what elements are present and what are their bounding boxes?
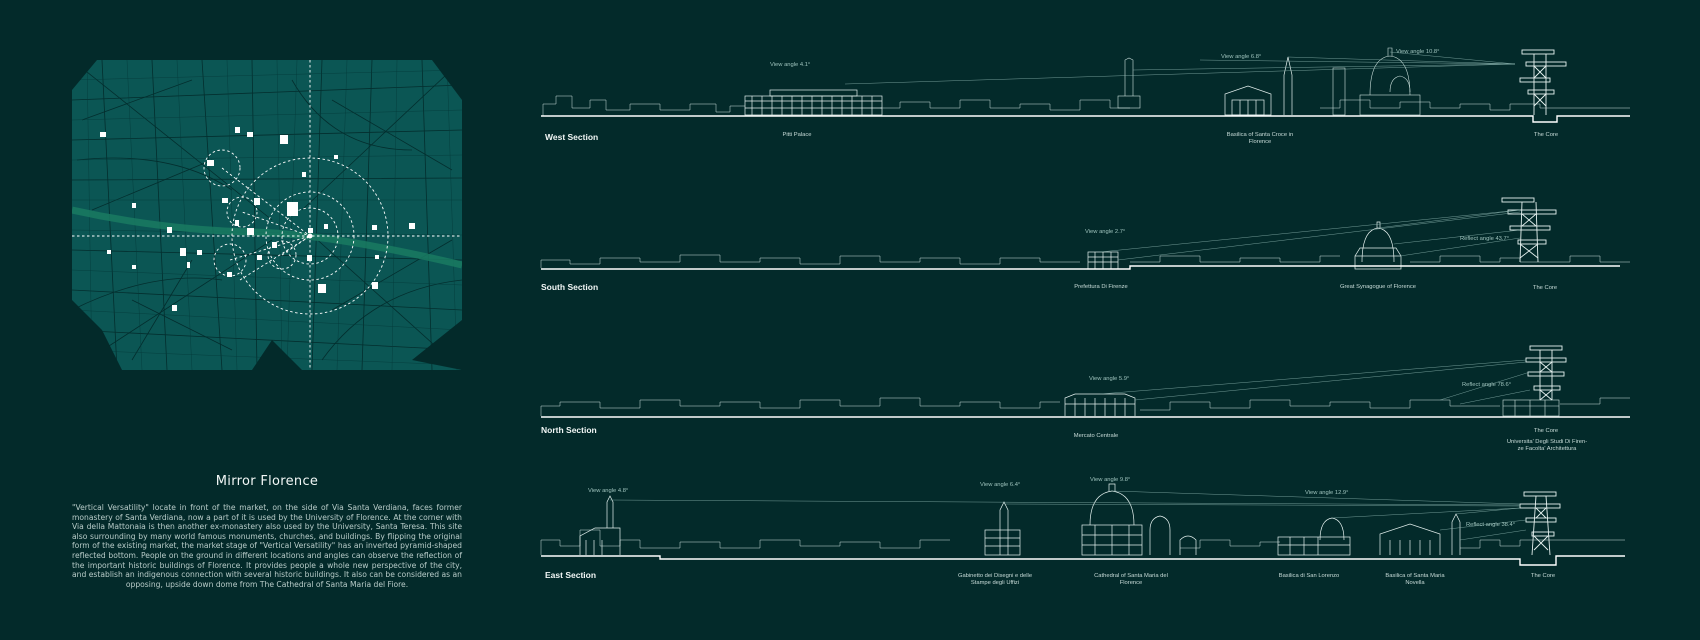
north-reflect-angle: Reflect angle 78.6° <box>1462 382 1511 388</box>
west-view-angle-3: View angle 10.8° <box>1396 49 1439 55</box>
label-cathedral-line1: Cathedral of Santa Maria del <box>1094 573 1168 579</box>
east-sightlines <box>609 490 1527 541</box>
east-view-angle-2: View angle 6.4° <box>980 482 1020 488</box>
project-description-block: Mirror Florence "Vertical Versatility" l… <box>72 474 462 589</box>
west-skyline <box>542 95 1630 116</box>
west-section-title: West Section <box>545 132 598 142</box>
south-section-title: South Section <box>541 282 598 292</box>
east-skyline <box>540 529 1625 555</box>
label-pitti-palace: Pitti Palace <box>783 132 812 138</box>
west-sightlines <box>844 51 1516 85</box>
core-tower-south <box>1501 197 1557 263</box>
label-university-line1: Universita' Degli Studi Di Firen- <box>1507 439 1587 445</box>
label-san-lorenzo: Basilica di San Lorenzo <box>1279 573 1340 579</box>
label-mercato-centrale: Mercato Centrale <box>1074 433 1118 439</box>
label-cathedral-line2: Florence <box>1120 580 1143 586</box>
pitti-palace-elevation <box>744 89 883 116</box>
east-view-angle-3: View angle 9.8° <box>1090 477 1130 483</box>
east-section-title: East Section <box>545 570 596 580</box>
north-section <box>540 345 1630 418</box>
label-synagogue: Great Synagogue of Florence <box>1340 284 1416 290</box>
prefettura-elevation <box>1087 251 1119 270</box>
west-view-angle-2: View angle 6.8° <box>1221 54 1261 60</box>
east-view-angle-1: View angle 4.8° <box>588 488 628 494</box>
east-church-elevation <box>579 495 621 555</box>
south-section <box>540 197 1630 270</box>
section-labels: West Section South Section North Section… <box>541 132 598 580</box>
uffizi-elevation <box>984 501 1021 556</box>
label-santa-maria-novella-line2: Novella <box>1405 580 1425 586</box>
label-east-core: The Core <box>1531 573 1555 579</box>
west-view-angle-1: View angle 4.1° <box>770 62 810 68</box>
tower-elevation <box>1117 57 1141 109</box>
north-sightlines <box>1099 359 1531 405</box>
south-view-angle: View angle 2.7° <box>1085 229 1125 235</box>
label-uffizi-line2: Stampe degli Uffizi <box>971 580 1019 586</box>
landmark-labels: Pitti Palace Basilica of Santa Croce in … <box>783 132 1588 586</box>
east-view-angle-4: View angle 12.9° <box>1305 490 1348 496</box>
santa-croce-elevation <box>1224 56 1293 116</box>
west-section <box>541 47 1630 123</box>
label-west-core: The Core <box>1534 132 1558 138</box>
east-reflect-angle: Reflect angle 38.4° <box>1466 522 1515 528</box>
east-section <box>540 483 1625 566</box>
label-university-line2: ze Facolta' Architettura <box>1518 446 1578 452</box>
project-description: "Vertical Versatility" locate in front o… <box>72 503 462 589</box>
label-santa-croce-line1: Basilica of Santa Croce in <box>1227 132 1293 138</box>
site-map <box>72 60 462 370</box>
mercato-centrale-elevation <box>1064 393 1136 416</box>
label-santa-croce-line2: Florence <box>1249 139 1272 145</box>
south-sightlines <box>1099 209 1521 261</box>
north-skyline <box>540 397 1630 416</box>
santa-maria-novella-elevation <box>1379 513 1461 555</box>
south-ground-line <box>541 265 1620 270</box>
east-ground-line <box>541 555 1625 566</box>
view-circles <box>72 60 462 370</box>
the-core-marker <box>307 233 313 239</box>
monument-blocks <box>100 127 415 311</box>
north-view-angle: View angle 5.9° <box>1089 376 1129 382</box>
duomo-west-elevation <box>1332 47 1421 116</box>
project-title: Mirror Florence <box>215 474 319 489</box>
core-tower-west <box>1519 49 1567 115</box>
university-elevation <box>1502 399 1560 417</box>
view-angle-labels: View angle 4.1° View angle 6.8° View ang… <box>588 49 1515 528</box>
core-tower-north <box>1525 345 1567 401</box>
label-uffizi-line1: Gabinetto dei Disegni e delle <box>958 573 1032 579</box>
core-tower-east <box>1519 491 1561 556</box>
label-prefettura: Prefettura Di Firenze <box>1074 284 1127 290</box>
label-north-core: The Core <box>1534 428 1558 434</box>
label-south-core: The Core <box>1533 285 1557 291</box>
south-skyline <box>540 254 1630 268</box>
north-section-title: North Section <box>541 425 597 435</box>
cathedral-elevation <box>1081 483 1197 556</box>
dark-voids <box>72 60 462 370</box>
label-santa-maria-novella-line1: Basilica of Santa Maria <box>1385 573 1445 579</box>
san-lorenzo-elevation <box>1277 517 1351 556</box>
south-reflect-angle: Reflect angle 43.7° <box>1460 236 1509 242</box>
west-ground-line <box>541 115 1630 123</box>
